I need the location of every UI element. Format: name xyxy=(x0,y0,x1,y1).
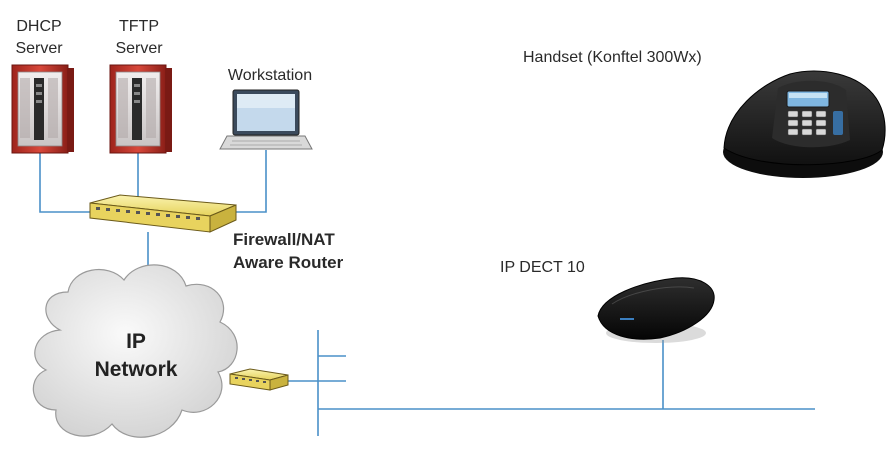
link-dhcp-router xyxy=(39,152,90,213)
dhcp-server-icon xyxy=(11,64,74,154)
laptop-icon xyxy=(219,89,313,150)
dhcp-label-line1: DHCP xyxy=(16,18,62,35)
tftp-label-line1: TFTP xyxy=(119,18,159,35)
cloud-icon xyxy=(32,264,238,438)
workstation-label: Workstation xyxy=(227,67,313,84)
connection-lines xyxy=(39,150,815,436)
dect-base-icon xyxy=(597,277,715,343)
handset-label: Handset (Konftel 300Wx) xyxy=(523,49,702,66)
tftp-label-line2: Server xyxy=(115,40,163,57)
link-workstation-router xyxy=(236,150,267,213)
dhcp-label-line2: Server xyxy=(15,40,63,57)
conference-phone-icon xyxy=(723,70,886,178)
cloud-label-line1: IP xyxy=(126,330,146,353)
cloud-label-line2: Network xyxy=(94,358,178,381)
tftp-server-icon xyxy=(109,64,172,154)
gateway-switch-icon xyxy=(229,368,289,391)
router-switch-icon xyxy=(89,194,237,233)
router-label-line1: Firewall/NAT xyxy=(233,230,335,249)
dect-label: IP DECT 10 xyxy=(500,259,585,276)
router-label-line2: Aware Router xyxy=(233,253,344,272)
